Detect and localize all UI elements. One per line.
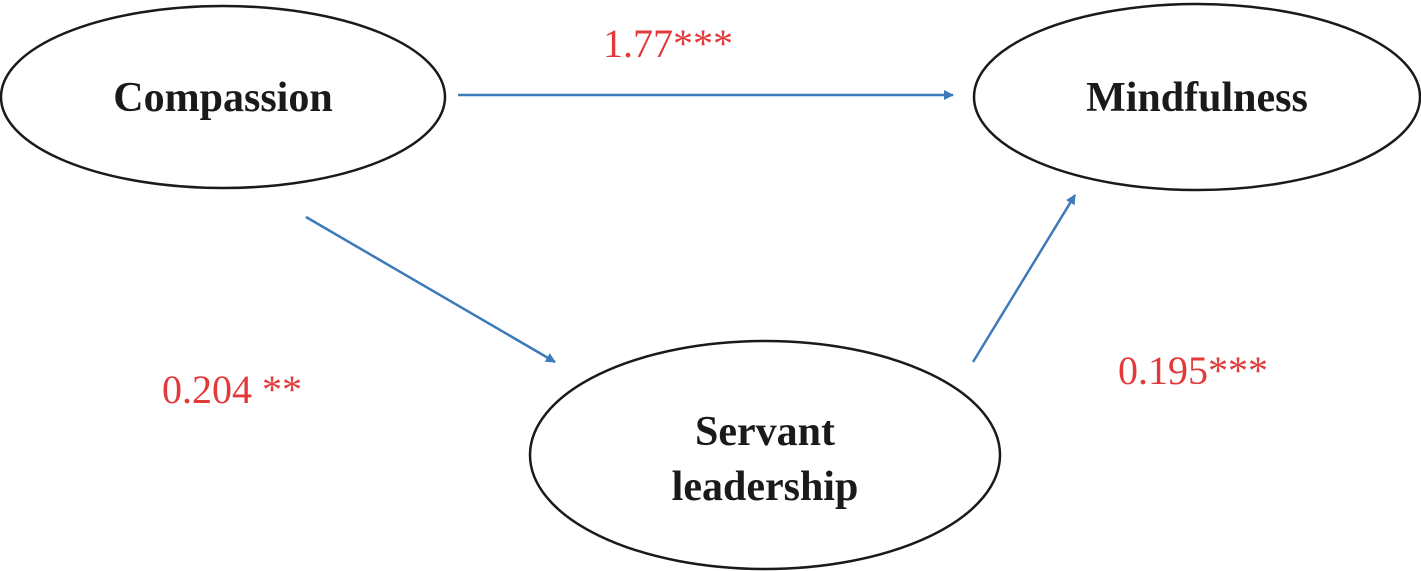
mindfulness-ellipse bbox=[972, 2, 1421, 192]
coefficient-servant-leadership-to-mindfulness: 0.195*** bbox=[1118, 348, 1268, 393]
arrow-compassion-to-servant-leadership bbox=[305, 215, 556, 364]
path-compassion-to-servant-leadership: 0.204 ** bbox=[162, 215, 556, 412]
coefficient-compassion-to-mindfulness: 1.77*** bbox=[603, 21, 733, 66]
servant-leadership-label-line1: Servant bbox=[695, 409, 835, 455]
node-mindfulness: Mindfulness bbox=[972, 2, 1421, 192]
servant-leadership-label-line2: leadership bbox=[672, 464, 859, 510]
node-servant-leadership: Servant leadership bbox=[528, 339, 1002, 571]
path-compassion-to-mindfulness: 1.77*** bbox=[458, 21, 954, 100]
mindfulness-label: Mindfulness bbox=[1086, 75, 1308, 121]
path-servant-leadership-to-mindfulness: 0.195*** bbox=[971, 194, 1268, 393]
coefficient-compassion-to-servant-leadership: 0.204 ** bbox=[162, 367, 302, 412]
arrow-servant-leadership-to-mindfulness bbox=[971, 194, 1077, 363]
compassion-ellipse bbox=[0, 4, 447, 190]
compassion-label: Compassion bbox=[113, 75, 332, 121]
node-compassion: Compassion bbox=[0, 4, 447, 190]
servant-leadership-ellipse bbox=[528, 339, 1002, 571]
